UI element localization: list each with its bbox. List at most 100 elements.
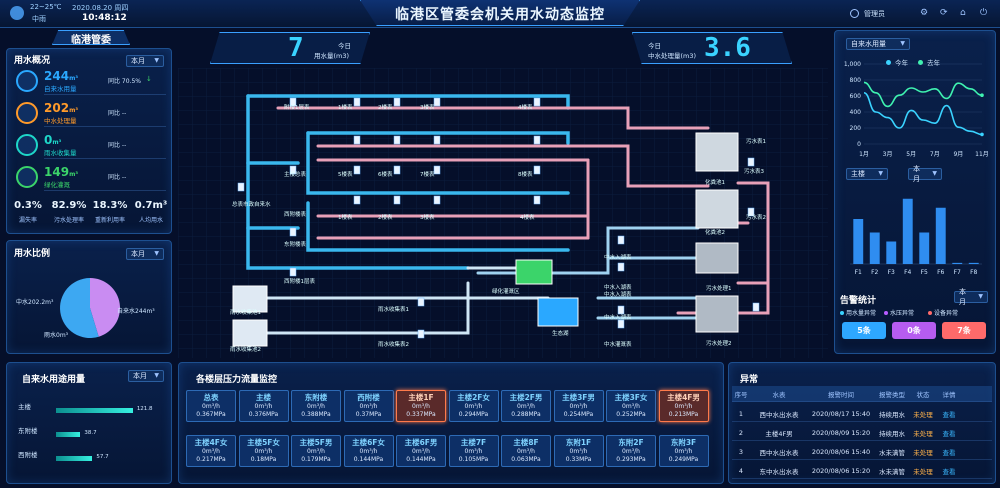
floor-bar xyxy=(968,262,979,264)
diagram-node-label: 化粪池1 xyxy=(705,180,725,186)
pressure-cell-pressure: 0.254MPa xyxy=(563,411,594,418)
usage-item-compare: 同比 -- xyxy=(108,110,127,117)
usage-item-compare: 同比 -- xyxy=(108,142,127,149)
table-header-cell: 状态 xyxy=(916,390,930,399)
x-tick-label: F5 xyxy=(921,269,928,276)
bar-fill xyxy=(56,408,133,413)
alert-count-button[interactable]: 0条 xyxy=(892,322,936,339)
alert-legend-label: 用水量异常 xyxy=(846,310,877,317)
kpi-today-usage-line1: 今日 xyxy=(338,42,351,50)
usage-stat-value: 0.3% xyxy=(14,200,42,211)
pressure-cell-name: 主楼5F男 xyxy=(299,438,333,447)
view-detail-link[interactable]: 查看 xyxy=(942,429,956,438)
pressure-cell-flow: 0m³/h xyxy=(674,448,693,455)
pressure-cell-pressure: 0.288MPa xyxy=(511,411,541,418)
line-chart-select[interactable]: 自来水用量▼ xyxy=(846,38,910,50)
alert-legend-label: 水压异常 xyxy=(890,310,915,317)
pressure-cell-name: 西附楼 xyxy=(357,393,380,402)
alerts-title: 告警统计 xyxy=(840,296,877,306)
usage-item-icon xyxy=(16,102,38,124)
x-tick-label: F3 xyxy=(888,269,895,276)
pressure-cell-name: 主楼4F男 xyxy=(667,393,700,402)
user-name[interactable]: 管理员 xyxy=(864,10,885,18)
table-cell: 未处理 xyxy=(913,448,933,457)
alert-count-button[interactable]: 7条 xyxy=(942,322,986,339)
pressure-cell-name: 主楼4F女 xyxy=(194,438,228,447)
alert-count-button[interactable]: 5条 xyxy=(842,322,886,339)
bar-value: 38.7 xyxy=(84,430,97,436)
table-cell: 2 xyxy=(738,428,744,437)
ratio-pie-chart xyxy=(60,278,121,338)
usage-item-value: 0m³ xyxy=(44,133,62,147)
table-cell: 持续用水 xyxy=(879,410,905,419)
settings-icon[interactable]: ⚙ xyxy=(920,8,929,18)
tap-usage-title: 自来水用途用量 xyxy=(22,375,86,385)
view-detail-link[interactable]: 查看 xyxy=(942,410,956,419)
view-detail-link[interactable]: 查看 xyxy=(942,448,956,457)
alerts-period-select[interactable]: 本月▼ xyxy=(954,288,988,306)
alert-legend-dot xyxy=(928,311,932,315)
chevron-down-icon: ▼ xyxy=(978,293,983,300)
legend-this-year: 今年 xyxy=(895,59,908,67)
ratio-title: 用水比例 xyxy=(14,249,51,259)
chevron-down-icon: ▼ xyxy=(154,250,159,257)
ratio-label-reclaimed: 中水202.2m³ xyxy=(16,299,54,306)
power-icon[interactable]: ⏻ xyxy=(980,8,988,18)
pressure-cell-flow: 0m³/h xyxy=(464,403,483,410)
diagram-node-label: 4楼表 xyxy=(520,215,535,221)
chevron-down-icon: ▼ xyxy=(154,372,159,379)
diagram-node-label: 东附楼表 xyxy=(284,242,307,248)
chevron-down-icon: ▼ xyxy=(878,170,883,177)
table-cell: 未处理 xyxy=(913,467,933,476)
bar-fill xyxy=(56,456,93,461)
ratio-label-tap: 自来水244m³ xyxy=(117,308,155,315)
trend-down-icon: ↓ xyxy=(146,75,152,83)
diagram-node-label: 8楼表 xyxy=(518,172,533,178)
usage-period-select[interactable]: 本月▼ xyxy=(126,55,164,67)
pressure-cell-flow: 0m³/h xyxy=(359,448,378,455)
diagram-node-label: 中水灌溉表 xyxy=(604,342,632,348)
ratio-period-select[interactable]: 本月▼ xyxy=(126,248,164,260)
pressure-cell-flow: 0m³/h xyxy=(412,403,430,410)
bar-fill xyxy=(56,432,81,437)
floor-bar xyxy=(886,241,897,264)
view-detail-link[interactable]: 查看 xyxy=(942,467,956,476)
home-icon[interactable]: ⌂ xyxy=(960,8,966,18)
bar-value: 57.7 xyxy=(96,454,109,460)
pressure-cell-name: 总表 xyxy=(203,393,219,402)
diagram-node-label: 雨水收集表1 xyxy=(378,307,409,313)
usage-item-divider xyxy=(44,94,166,95)
building-select[interactable]: 主楼▼ xyxy=(846,168,888,180)
usage-item-compare: 同比 -- xyxy=(108,174,127,181)
legend-this-year-dot xyxy=(886,60,891,65)
refresh-icon[interactable]: ⟳ xyxy=(940,8,948,18)
user-icon[interactable] xyxy=(850,9,859,18)
diagram-node-label: 4楼表 xyxy=(518,105,533,111)
usage-item-label: 绿化灌溉 xyxy=(44,181,70,189)
diagram-node-label: 1楼表 xyxy=(338,215,353,221)
tap-usage-period-select[interactable]: 本月▼ xyxy=(128,370,164,382)
pressure-cell-pressure: 0.252MPa xyxy=(616,411,646,418)
bar-period-select[interactable]: 本月▼ xyxy=(908,165,942,183)
